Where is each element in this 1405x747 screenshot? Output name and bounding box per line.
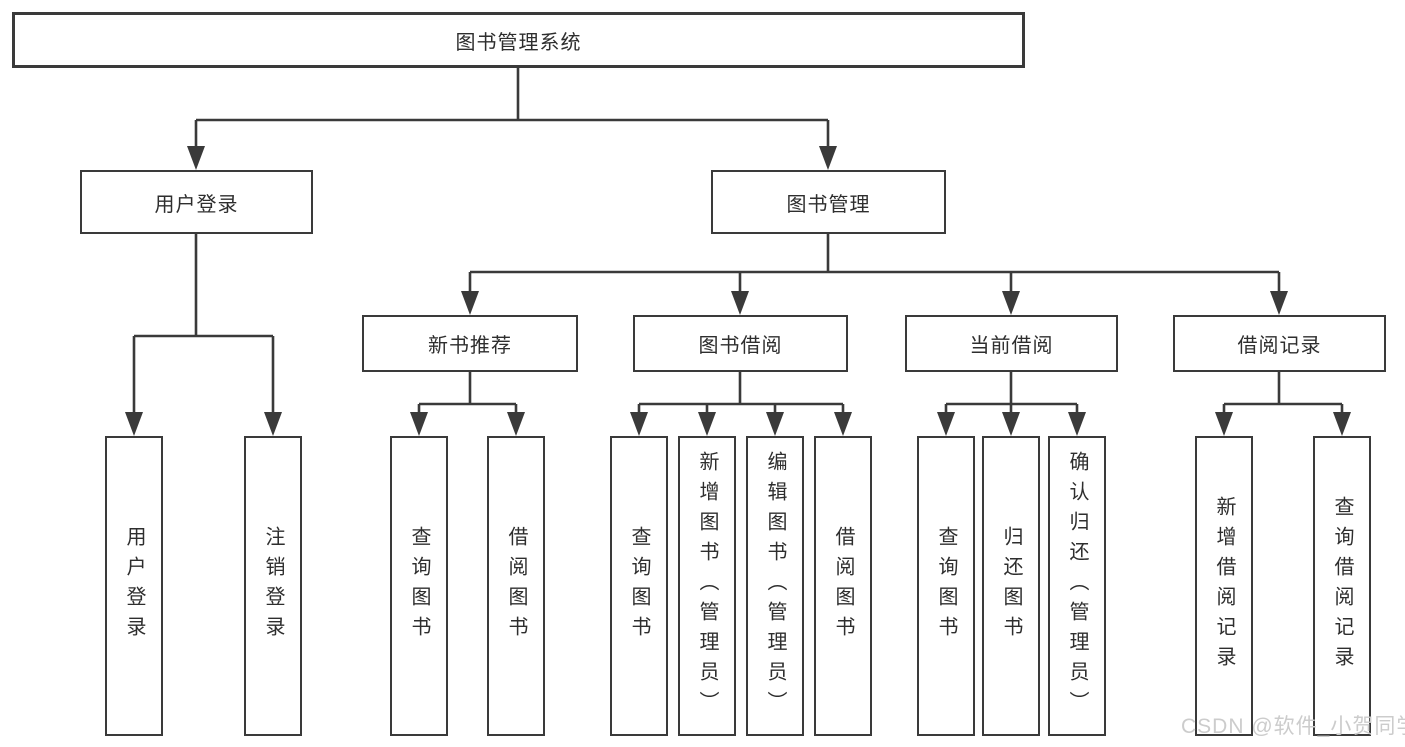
node-leaf-query-books-current: 查询图书 xyxy=(917,436,975,736)
node-new-book-recommendation: 新书推荐 xyxy=(362,315,578,372)
node-label: 借阅记录 xyxy=(1237,335,1322,357)
node-leaf-logout: 注销登录 xyxy=(244,436,302,736)
node-borrowing-records: 借阅记录 xyxy=(1173,315,1386,372)
node-leaf-query-books-borrow: 查询图书 xyxy=(610,436,668,736)
node-label: 图书管理 xyxy=(786,193,871,216)
node-label: 借阅图书 xyxy=(832,526,854,646)
node-root-system: 图书管理系统 xyxy=(12,12,1025,68)
node-label: 查询图书 xyxy=(628,526,650,646)
node-label: 图书管理系统 xyxy=(455,31,582,54)
node-label: 查询借阅记录 xyxy=(1331,496,1353,676)
connector-root-to-level2 xyxy=(187,68,837,170)
node-leaf-borrow-books: 借阅图书 xyxy=(814,436,872,736)
node-leaf-edit-books-admin: 编辑图书（管理员） xyxy=(746,436,804,736)
node-label: 查询图书 xyxy=(408,526,430,646)
node-current-borrowing: 当前借阅 xyxy=(905,315,1118,372)
connector-borrow-to-leaves xyxy=(630,372,852,436)
node-label: 确认归还（管理员） xyxy=(1066,451,1088,721)
node-label: 新增借阅记录 xyxy=(1213,496,1235,676)
node-label: 图书借阅 xyxy=(698,335,783,357)
connector-new-rec-to-leaves xyxy=(410,372,525,436)
connector-records-to-leaves xyxy=(1215,372,1351,436)
connector-user-login-to-leaves xyxy=(125,234,282,436)
connector-current-to-leaves xyxy=(937,372,1086,436)
node-label: 当前借阅 xyxy=(969,335,1054,357)
node-leaf-add-borrow-record: 新增借阅记录 xyxy=(1195,436,1253,736)
node-label: 查询图书 xyxy=(935,526,957,646)
node-leaf-confirm-return-admin: 确认归还（管理员） xyxy=(1048,436,1106,736)
node-book-borrowing: 图书借阅 xyxy=(633,315,848,372)
node-label: 新增图书（管理员） xyxy=(696,451,718,721)
node-leaf-return-books: 归还图书 xyxy=(982,436,1040,736)
node-label: 归还图书 xyxy=(1000,526,1022,646)
node-book-management-branch: 图书管理 xyxy=(711,170,946,234)
node-leaf-query-borrow-record: 查询借阅记录 xyxy=(1313,436,1371,736)
node-label: 借阅图书 xyxy=(505,526,527,646)
node-label: 用户登录 xyxy=(154,193,239,216)
node-label: 编辑图书（管理员） xyxy=(764,451,786,721)
node-user-login-branch: 用户登录 xyxy=(80,170,313,234)
csdn-watermark: CSDN @软件_小贺同学 xyxy=(1181,715,1405,738)
node-leaf-user-login: 用户登录 xyxy=(105,436,163,736)
node-leaf-add-books-admin: 新增图书（管理员） xyxy=(678,436,736,736)
node-label: 用户登录 xyxy=(123,526,145,646)
connector-book-mgmt-to-level3 xyxy=(461,234,1288,315)
node-leaf-borrow-books-rec: 借阅图书 xyxy=(487,436,545,736)
node-label: 新书推荐 xyxy=(428,335,512,357)
node-leaf-query-books-rec: 查询图书 xyxy=(390,436,448,736)
node-label: 注销登录 xyxy=(262,526,284,646)
